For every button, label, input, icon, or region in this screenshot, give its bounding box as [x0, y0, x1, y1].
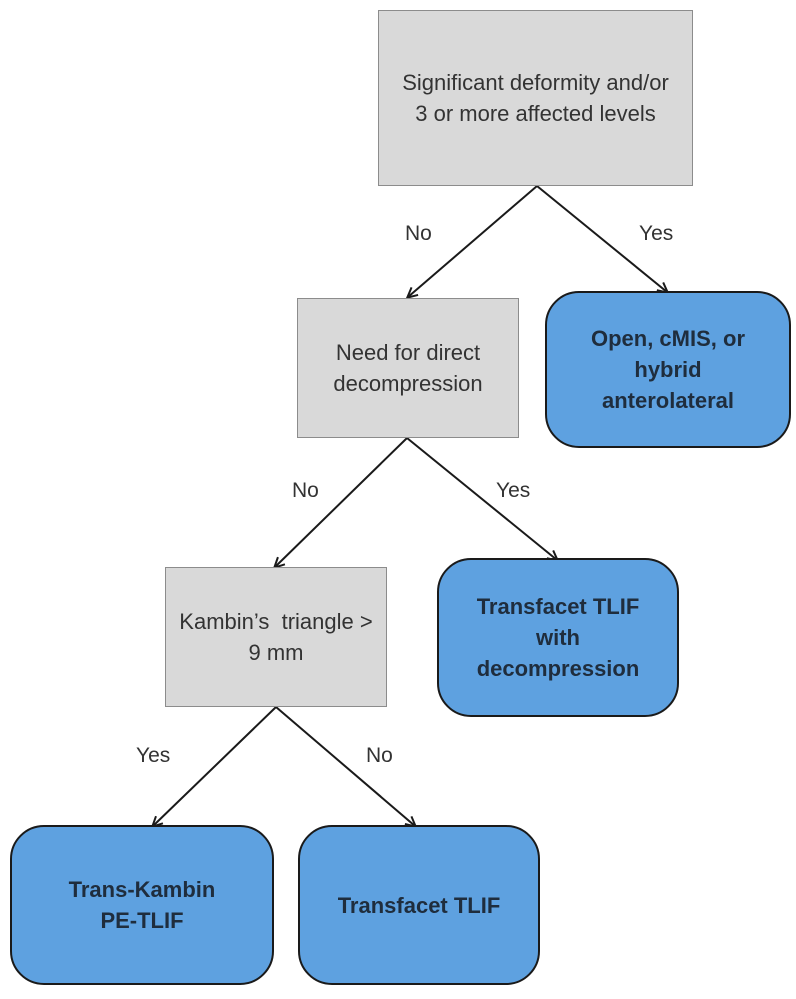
- decision-direct-decompression-text: Need for direct decompression: [333, 340, 483, 396]
- decision-direct-decompression: Need for direct decompression: [297, 298, 519, 438]
- edge-label-deformity-yes: Yes: [639, 222, 674, 245]
- outcome-transfacet-with-decompression-text: Transfacet TLIF with decompression: [476, 594, 640, 681]
- edge-label-decompression-yes: Yes: [496, 479, 531, 502]
- arrow-decompression-yes: [406, 437, 557, 560]
- decision-kambin-triangle-text: Kambin’s triangle > 9 mm: [179, 609, 379, 665]
- outcome-transfacet-with-decompression: Transfacet TLIF with decompression: [437, 558, 679, 717]
- arrow-decompression-no: [275, 437, 408, 567]
- edge-label-decompression-no: No: [292, 479, 319, 502]
- edge-label-kambin-no: No: [366, 744, 393, 767]
- outcome-transfacet-tlif: Transfacet TLIF: [298, 825, 540, 985]
- outcome-trans-kambin-pe-tlif: Trans-Kambin PE-TLIF: [10, 825, 274, 985]
- arrow-deformity-no: [408, 185, 538, 297]
- arrow-deformity-yes: [536, 185, 667, 292]
- outcome-trans-kambin-pe-tlif-text: Trans-Kambin PE-TLIF: [68, 877, 216, 933]
- edge-label-kambin-yes: Yes: [136, 744, 171, 767]
- outcome-open-cmis-hybrid: Open, cMIS, or hybrid anterolateral: [545, 291, 791, 448]
- arrow-kambin-no: [275, 706, 415, 826]
- decision-deformity: Significant deformity and/or 3 or more a…: [378, 10, 693, 186]
- arrow-kambin-yes: [153, 706, 277, 826]
- outcome-open-cmis-hybrid-text: Open, cMIS, or hybrid anterolateral: [590, 326, 746, 413]
- decision-kambin-triangle: Kambin’s triangle > 9 mm: [165, 567, 387, 707]
- decision-deformity-text: Significant deformity and/or 3 or more a…: [402, 70, 669, 126]
- edge-label-deformity-no: No: [405, 222, 432, 245]
- outcome-transfacet-tlif-text: Transfacet TLIF: [337, 892, 501, 918]
